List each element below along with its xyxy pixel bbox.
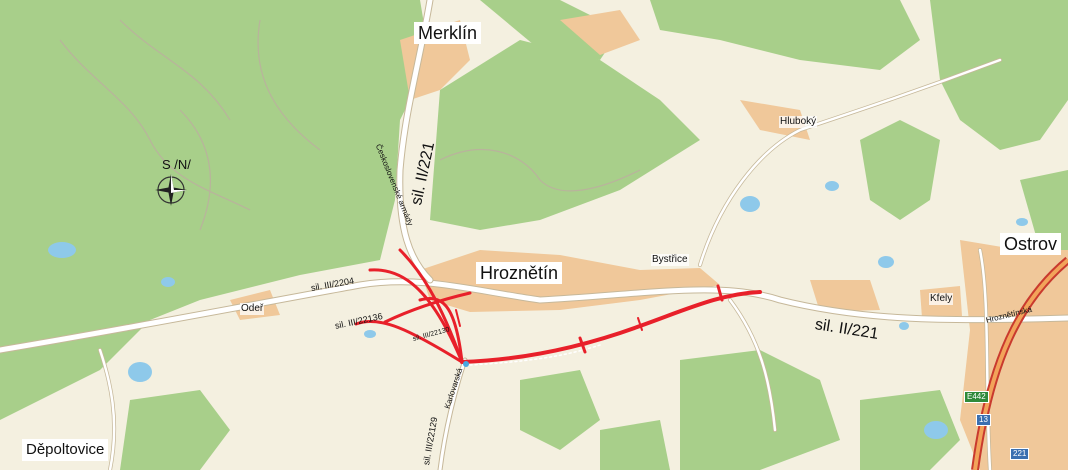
town-label-kfely: Kfely (929, 293, 954, 305)
town-label-hluboky: Hluboký (779, 116, 818, 128)
compass-label: S /N/ (162, 157, 191, 172)
town-label-ostrov: Ostrov (1000, 233, 1062, 255)
town-label-merklin: Merklín (414, 22, 482, 44)
compass-rose-icon (155, 174, 187, 206)
road-shield-221: 221 (1010, 448, 1030, 460)
town-label-bystrice: Bystřice (651, 254, 689, 266)
road-shield-e442: E442 (964, 391, 989, 403)
town-label-depoltovice: Děpoltovice (22, 439, 109, 461)
town-label-hroznetin: Hroznětín (476, 262, 563, 284)
project-highlight-route (354, 248, 762, 367)
road-shield-13: 13 (976, 414, 991, 426)
town-label-oder: Odeř (240, 303, 265, 315)
paths (59, 19, 641, 231)
highway-e442 (971, 256, 1068, 470)
